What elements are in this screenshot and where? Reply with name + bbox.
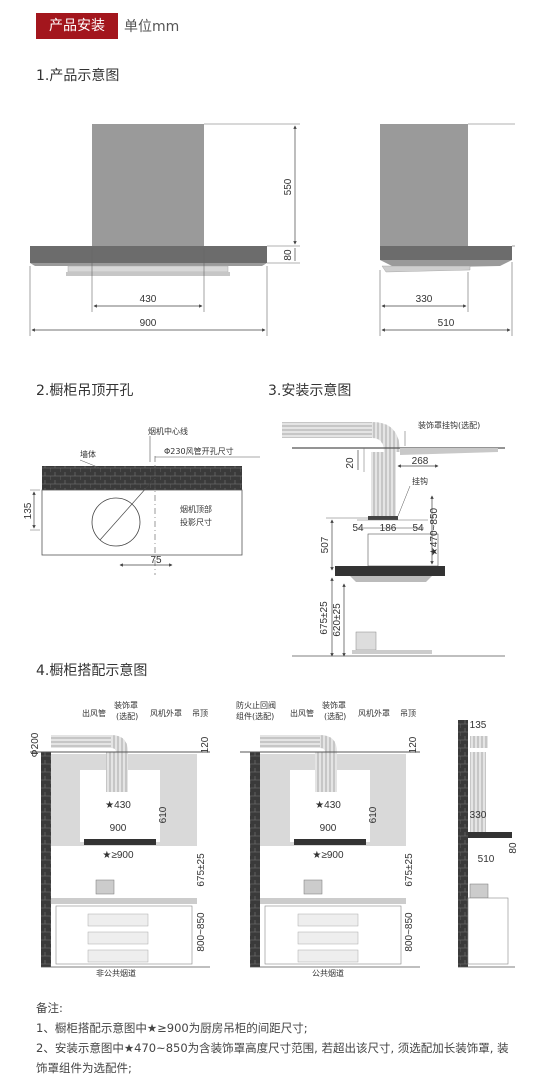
- dim-20: 20: [345, 457, 356, 469]
- dim-54a: 54: [352, 523, 364, 534]
- label-hook: 挂钩: [412, 476, 428, 486]
- dim-900: 900: [140, 318, 157, 329]
- dim-80-side: 80: [508, 842, 519, 854]
- label-cover-a1: 装饰罩: [114, 700, 138, 710]
- duct-vertical: [371, 452, 396, 516]
- unit-label: 单位mm: [124, 19, 180, 35]
- match-public-flue: 公共烟道 防火止回阀 组件(选配) 出风管 装饰罩 (选配) 风机外罩 吊顶 1…: [236, 700, 420, 978]
- dim-135-side: 135: [470, 720, 487, 731]
- match-side-view: 135 330 510 80: [458, 720, 519, 968]
- dim-330-side: 330: [470, 810, 487, 821]
- dim-430: 430: [140, 294, 157, 305]
- label-fan-cover-a: 风机外罩: [150, 708, 182, 718]
- label-cover-a2: (选配): [116, 711, 138, 721]
- dim-ge900-b: ★≥900: [312, 850, 344, 861]
- hood-body-install: [335, 566, 445, 576]
- duct-horizontal: [282, 422, 372, 438]
- dim-120-b: 120: [408, 736, 419, 753]
- dim-675-a: 675±25: [196, 853, 207, 887]
- dim-430-a: ★430: [105, 800, 131, 811]
- dim-510-side: 510: [478, 854, 495, 865]
- label-private-flue: 非公共烟道: [96, 968, 136, 978]
- dim-507: 507: [320, 536, 331, 553]
- label-ceiling-b: 吊顶: [400, 709, 416, 718]
- dim-186: 186: [380, 523, 397, 534]
- label-cover-hook: 装饰罩挂钩(选配): [418, 420, 480, 430]
- dim-135-hole: 135: [23, 502, 34, 519]
- dim-800-b: 800~850: [404, 912, 415, 952]
- dim-54b: 54: [412, 523, 424, 534]
- section-title-cabinet: 2.橱柜吊顶开孔: [36, 383, 134, 399]
- note-1: 1、橱柜搭配示意图中★≥900为厨房吊柜的间距尺寸;: [36, 1021, 308, 1035]
- dim-120-a: 120: [200, 736, 211, 753]
- label-cover-b1: 装饰罩: [322, 700, 346, 710]
- product-side-view: 330 510: [379, 123, 515, 336]
- label-center-line: 烟机中心线: [148, 426, 188, 436]
- chimney-cover: [92, 124, 204, 248]
- dim-900-b: 900: [320, 823, 337, 834]
- label-cover-b2: (选配): [324, 711, 346, 721]
- hood-body: [30, 246, 267, 263]
- dim-675-install: 675±25: [319, 601, 330, 635]
- dim-675-b: 675±25: [404, 853, 415, 887]
- section-title-install: 3.安装示意图: [268, 383, 352, 399]
- section-title-product: 1.产品示意图: [36, 68, 120, 84]
- product-front-view: 550 80 430 900: [29, 123, 300, 336]
- label-ceiling-a: 吊顶: [192, 709, 208, 718]
- dim-900-a: 900: [110, 823, 127, 834]
- dim-d200-a: Φ200: [30, 732, 41, 757]
- dim-800-a: 800~850: [196, 912, 207, 952]
- label-outlet-a: 出风管: [82, 708, 106, 718]
- note-2: 2、安装示意图中★470~850为含装饰罩高度尺寸范围, 若超出该尺寸, 须选配…: [36, 1041, 509, 1075]
- dim-510: 510: [438, 318, 455, 329]
- label-public-flue: 公共烟道: [312, 968, 344, 978]
- dim-470-850: ★470~850: [429, 507, 440, 556]
- label-fan-cover-b: 风机外罩: [358, 708, 390, 718]
- dim-550: 550: [283, 178, 294, 195]
- label-firestop-2: 组件(选配): [236, 711, 274, 721]
- section-title-match: 4.橱柜搭配示意图: [36, 663, 148, 679]
- dim-430-b: ★430: [315, 800, 341, 811]
- label-projection-2: 投影尺寸: [180, 517, 212, 527]
- dim-268: 268: [412, 456, 429, 467]
- notes-block: 备注: 1、橱柜搭配示意图中★≥900为厨房吊柜的间距尺寸; 2、安装示意图中★…: [36, 998, 516, 1078]
- dim-610-b: 610: [368, 806, 379, 823]
- wall-brick: [42, 466, 242, 490]
- label-firestop-1: 防火止回阀: [236, 700, 276, 710]
- label-outlet-b: 出风管: [290, 708, 314, 718]
- dim-75: 75: [150, 555, 162, 566]
- dim-330: 330: [416, 294, 433, 305]
- match-private-flue: 非公共烟道 Φ200 出风管 装饰罩 (选配) 风机外罩 吊顶 120 ★430…: [30, 700, 211, 978]
- label-duct-hole: Φ230风管开孔尺寸: [164, 446, 234, 456]
- section-badge: 产品安装: [36, 13, 118, 39]
- dim-620: 620±25: [332, 603, 343, 637]
- cabinet-hole-diagram: 烟机中心线 Φ230风管开孔尺寸 墙体 烟机顶部 投影尺寸 135 75: [23, 426, 260, 575]
- dim-ge900-a: ★≥900: [102, 850, 134, 861]
- dim-80: 80: [283, 249, 294, 261]
- label-projection-1: 烟机顶部: [180, 504, 212, 514]
- dim-610-a: 610: [158, 806, 169, 823]
- label-wall: 墙体: [80, 449, 96, 459]
- chimney-cover-side: [380, 124, 468, 248]
- pot-install: [355, 631, 377, 651]
- notes-title: 备注:: [36, 1001, 63, 1015]
- install-diagram: 装饰罩挂钩(选配) 20 268 挂钩 54 186 54 ★470~850 5…: [282, 420, 505, 657]
